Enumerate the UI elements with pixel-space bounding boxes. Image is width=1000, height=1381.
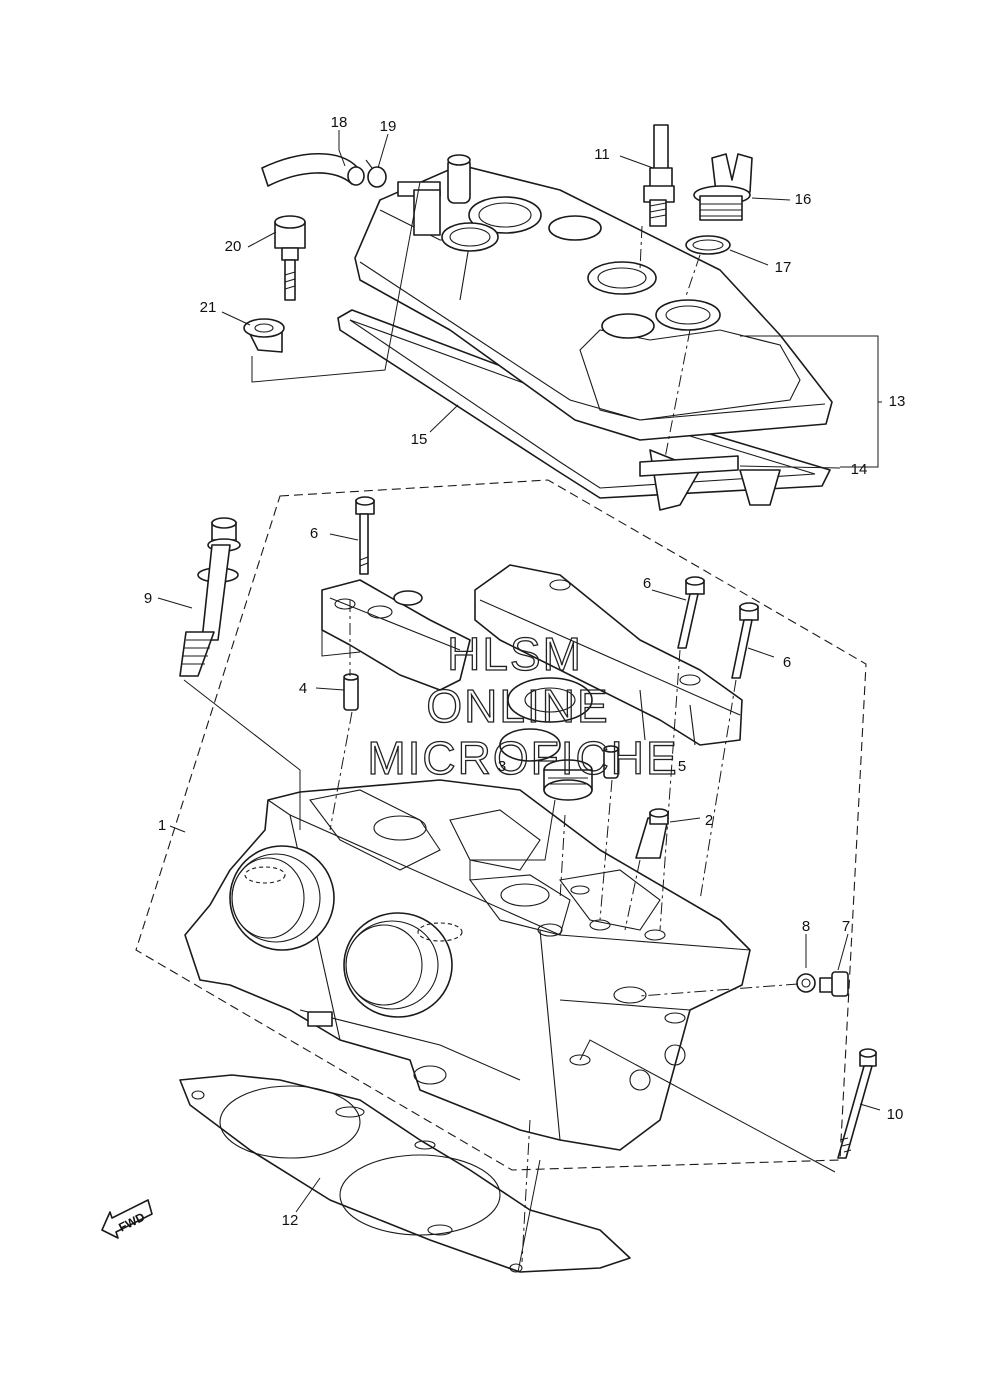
callout-20: 20 — [225, 238, 242, 255]
hose-clip — [365, 159, 387, 188]
camshaft-cap-left — [321, 579, 471, 691]
callout-18: 18 — [331, 114, 348, 131]
callout-7: 7 — [842, 918, 850, 935]
oil-gallery-plug — [543, 759, 593, 801]
callout-1: 1 — [158, 817, 166, 834]
callout-2: 2 — [705, 812, 713, 829]
oil-filler-cap — [693, 153, 753, 221]
head-stud-bolt — [179, 517, 241, 677]
watermark-line-1: HLSM — [447, 628, 583, 680]
callout-labels: 18 19 11 16 20 17 21 13 15 14 6 6 9 6 4 … — [144, 114, 906, 1229]
callout-16: 16 — [795, 191, 812, 208]
breather-hose — [261, 153, 365, 187]
callout-21: 21 — [200, 299, 217, 316]
callout-13: 13 — [889, 393, 906, 410]
dowel-pin-left — [343, 673, 359, 711]
cap-bolt-right — [731, 602, 759, 679]
callout-8: 8 — [802, 918, 810, 935]
callout-12: 12 — [282, 1212, 299, 1229]
callout-14: 14 — [851, 461, 868, 478]
watermark-line-2: ONLINE — [426, 680, 609, 732]
watermark-line-3: MICROFICHE — [367, 732, 678, 784]
exhaust-port-left — [229, 845, 335, 951]
oil-pipe — [635, 808, 669, 859]
head-cam-towers — [309, 789, 666, 941]
cap-bolt-mid — [677, 576, 705, 649]
cover-oil-seal-openings — [441, 196, 721, 339]
callout-6-mid: 6 — [643, 575, 651, 592]
alignment-lines — [183, 181, 836, 1273]
callout-19: 19 — [380, 118, 397, 135]
callout-4: 4 — [299, 680, 307, 697]
callout-9: 9 — [144, 590, 152, 607]
small-gasket-washer — [796, 973, 816, 993]
callout-17: 17 — [775, 259, 792, 276]
callout-6-right: 6 — [783, 654, 791, 671]
small-plug-bolt — [819, 971, 849, 997]
forward-direction-arrow: FWD — [101, 1199, 153, 1239]
cover-bolt — [274, 215, 306, 301]
callout-5: 5 — [678, 758, 686, 775]
camshaft-cap-right — [474, 564, 743, 746]
cap-bolt-upper — [355, 496, 375, 575]
cover-breather-nipple — [397, 154, 471, 236]
long-head-bolt — [837, 1048, 877, 1159]
dowel-pin-right — [603, 745, 619, 779]
cover-plate — [639, 455, 739, 477]
filler-o-ring — [685, 235, 731, 255]
exhaust-port-right — [343, 912, 463, 1018]
camshaft-journal — [499, 677, 593, 762]
callout-15: 15 — [411, 431, 428, 448]
cylinder-head-gasket — [179, 1074, 631, 1273]
callout-3: 3 — [498, 758, 506, 775]
leader-lines — [157, 130, 882, 1213]
callout-11: 11 — [594, 146, 610, 163]
watermark: HLSM ONLINE MICROFICHE — [367, 627, 678, 784]
assembly-boundary-dashed — [135, 479, 867, 1171]
cover-grommet — [243, 318, 285, 353]
spark-plug — [643, 124, 675, 227]
callout-6-upper: 6 — [310, 525, 318, 542]
callout-10: 10 — [887, 1106, 904, 1123]
